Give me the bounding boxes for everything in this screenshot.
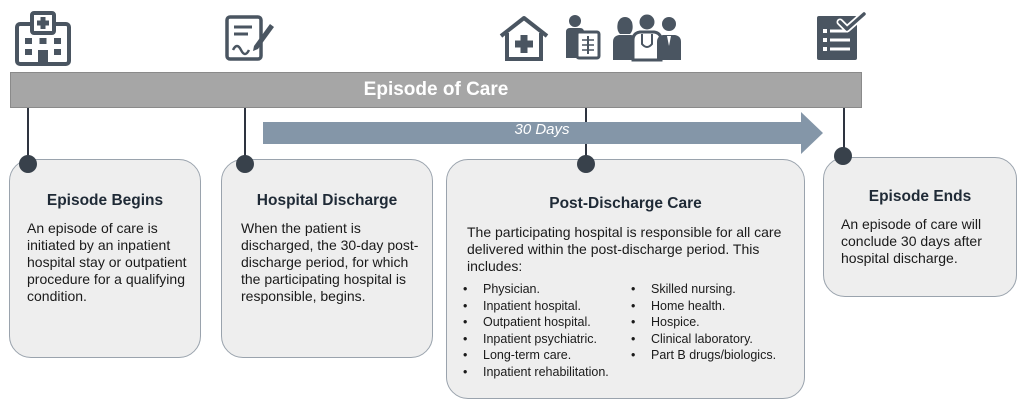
services-list-left: Physician. Inpatient hospital. Outpatien…	[461, 281, 629, 380]
care-team-icon	[611, 12, 683, 62]
milestone-dot-discharge	[236, 155, 254, 173]
connector-ends	[843, 108, 845, 156]
thirty-days-label: 30 Days	[514, 121, 570, 138]
milestone-dot-begins	[19, 155, 37, 173]
card-hospital-discharge: Hospital Discharge When the patient is d…	[221, 159, 433, 358]
card-title: Episode Ends	[868, 188, 972, 205]
card-episode-begins: Episode Begins An episode of care is ini…	[9, 159, 201, 358]
card-title: Post-Discharge Care	[549, 195, 702, 212]
milestone-dot-ends	[834, 147, 852, 165]
discharge-form-icon	[224, 14, 276, 62]
card-intro: The participating hospital is responsibl…	[467, 224, 782, 274]
list-item: Long-term care.	[461, 347, 629, 364]
list-item: Clinical laboratory.	[629, 331, 776, 348]
list-item: Home health.	[629, 298, 776, 315]
card-body: An episode of care is initiated by an in…	[27, 220, 187, 304]
card-episode-ends: Episode Ends An episode of care will con…	[823, 157, 1017, 297]
xray-patient-icon	[563, 14, 603, 62]
list-item: Inpatient psychiatric.	[461, 331, 629, 348]
banner-title: Episode of Care	[363, 79, 509, 100]
list-item: Part B drugs/biologics.	[629, 347, 776, 364]
episode-of-care-banner: Episode of Care	[10, 72, 862, 108]
checklist-icon	[815, 12, 867, 64]
list-item: Skilled nursing.	[629, 281, 776, 298]
list-item: Inpatient rehabilitation.	[461, 364, 629, 381]
card-post-discharge-care: Post-Discharge Care The participating ho…	[446, 159, 805, 399]
services-list-right: Skilled nursing. Home health. Hospice. C…	[629, 281, 776, 380]
list-item: Physician.	[461, 281, 629, 298]
home-health-icon	[497, 14, 551, 62]
list-item: Outpatient hospital.	[461, 314, 629, 331]
hospital-icon	[14, 10, 72, 66]
card-body: An episode of care will conclude 30 days…	[841, 216, 982, 266]
card-body: When the patient is discharged, the 30-d…	[241, 220, 419, 304]
list-item: Inpatient hospital.	[461, 298, 629, 315]
thirty-days-arrow	[263, 110, 825, 156]
list-item: Hospice.	[629, 314, 776, 331]
card-title: Hospital Discharge	[256, 192, 398, 209]
milestone-dot-post	[577, 155, 595, 173]
connector-begins	[27, 108, 29, 163]
connector-discharge	[244, 108, 246, 163]
card-title: Episode Begins	[46, 192, 164, 209]
